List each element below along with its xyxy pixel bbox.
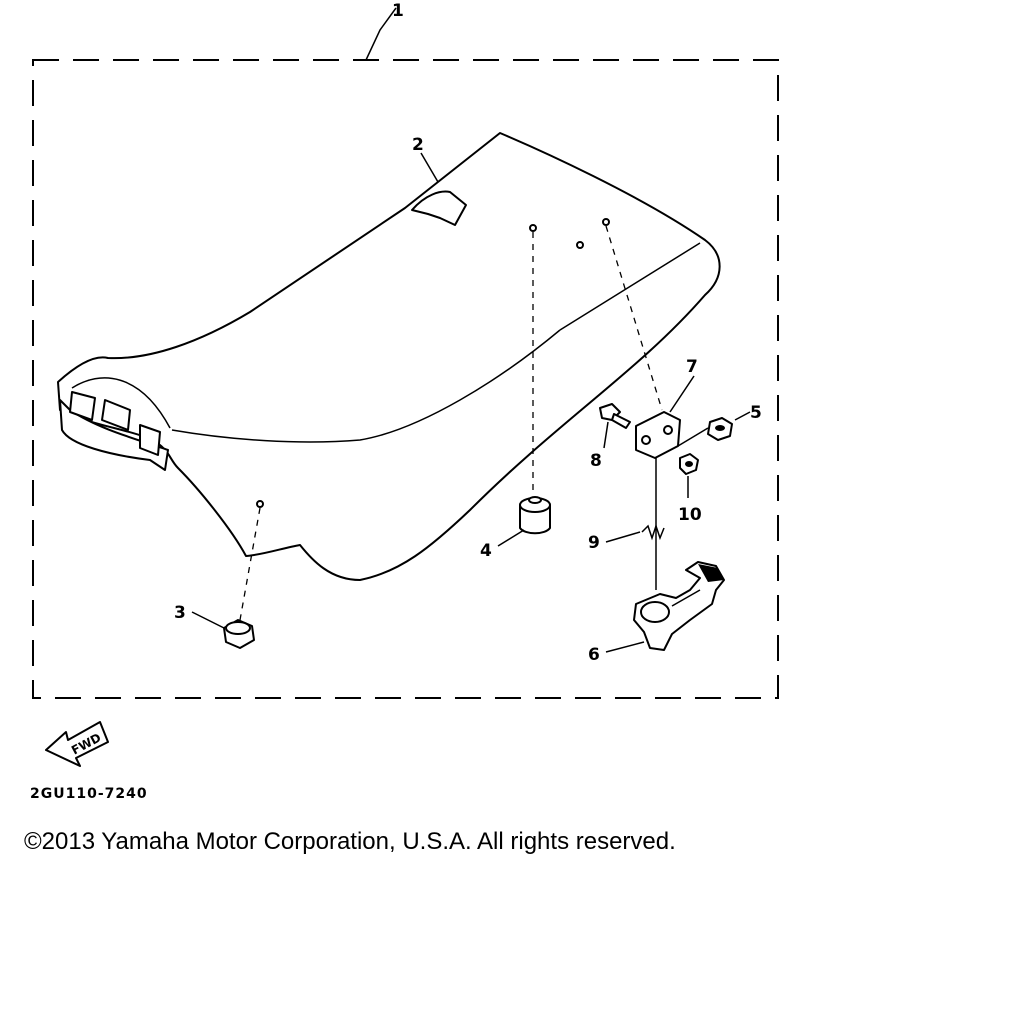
callout-1: 1 <box>392 1 404 21</box>
part-4-damper <box>519 496 551 535</box>
leader-9 <box>605 531 641 543</box>
callout-2: 2 <box>412 135 424 155</box>
fwd-arrow-icon: FWD <box>45 721 109 767</box>
part-3-damper <box>223 619 255 649</box>
leader-4 <box>497 529 525 547</box>
seat-body <box>57 132 721 581</box>
assembly-boundary <box>32 59 779 699</box>
leader-7 <box>669 375 695 413</box>
hidden-line-7 <box>605 225 663 411</box>
part-7-lock-bracket <box>635 411 681 459</box>
part-2-clip <box>411 190 467 226</box>
callout-10: 10 <box>678 505 702 525</box>
callout-3: 3 <box>174 603 186 623</box>
callout-4: 4 <box>480 541 492 561</box>
leader-8 <box>603 421 609 449</box>
callout-6: 6 <box>588 645 600 665</box>
callout-5: 5 <box>750 403 762 423</box>
leader-3 <box>191 611 225 629</box>
callout-9: 9 <box>588 533 600 553</box>
part-8-bolt <box>599 403 631 429</box>
leader-5 <box>734 411 751 421</box>
part-10-nut <box>679 453 699 475</box>
callout-7: 7 <box>686 357 698 377</box>
part-9-spring <box>641 523 665 541</box>
leader-6 <box>605 641 645 653</box>
leader-5b <box>677 427 709 447</box>
part-6-seat-lock <box>633 561 725 651</box>
part-code-label: 2GU110-7240 <box>30 786 148 802</box>
part-5-nut <box>707 417 733 441</box>
leader-2 <box>420 152 439 183</box>
leader-1 <box>365 7 397 61</box>
callout-8: 8 <box>590 451 602 471</box>
copyright-notice: ©2013 Yamaha Motor Corporation, U.S.A. A… <box>24 828 676 855</box>
